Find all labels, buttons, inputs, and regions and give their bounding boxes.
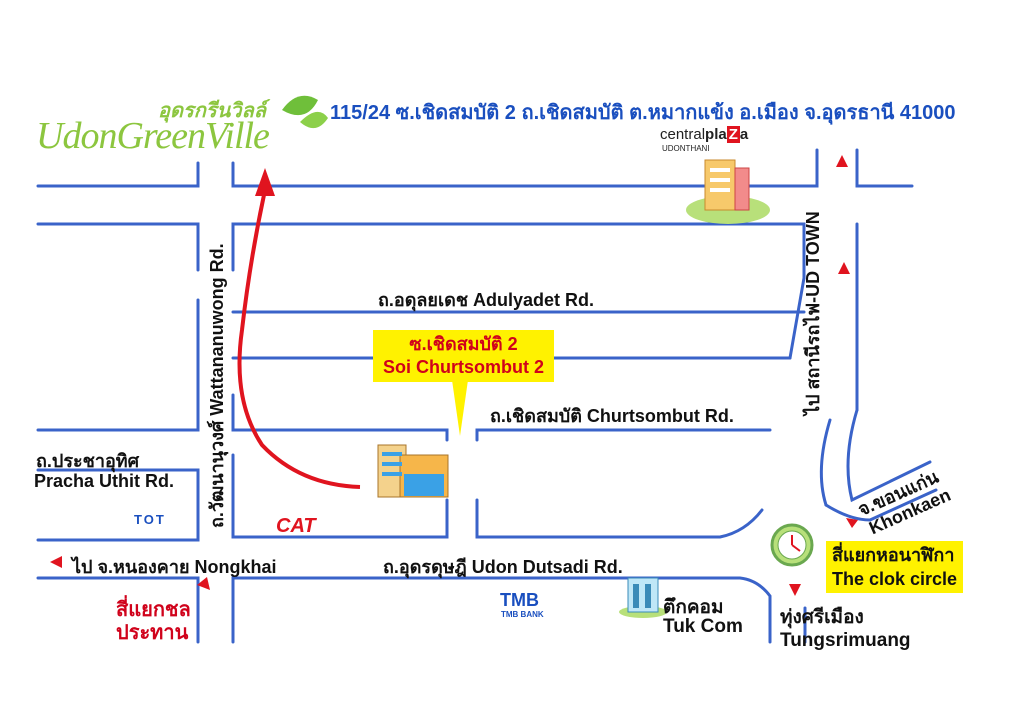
address-text: 115/24 ซ.เชิดสมบัติ 2 ถ.เชิดสมบัติ ต.หมา…	[330, 102, 956, 124]
road-outlines	[36, 148, 938, 644]
callout-line-thai: ซ.เชิดสมบัติ 2	[409, 334, 518, 354]
clock-circle-icon	[770, 523, 814, 567]
tungsrimuang-english-label: Tungsrimuang	[780, 630, 911, 651]
central-plaza-sub: UDONTHANI	[662, 144, 710, 153]
chonprathan-line-1: สี่แยกชล	[116, 599, 191, 621]
churtsombut-road-label: ถ.เชิดสมบัติ Churtsombut Rd.	[490, 406, 734, 426]
tmb-bank-sub: TMB BANK	[501, 610, 544, 619]
central-plaza-a: a	[739, 126, 749, 143]
clock-circle-callout: สี่แยกหอนาฬิกา The clok circle	[826, 541, 964, 593]
brand-english-name: UdonGreenVille	[36, 115, 270, 157]
brand-thai-name: อุดรกรีนวิลล์	[158, 100, 267, 122]
udon-dutsadi-road-label: ถ.อุดรดุษฎี Udon Dutsadi Rd.	[383, 557, 623, 577]
route-arrow	[237, 168, 361, 489]
adulyadet-road-label: ถ.อดุลยเดช Adulyadet Rd.	[378, 290, 595, 310]
tungsrimuang-thai-label: ทุ่งศรีเมือง	[780, 607, 864, 628]
central-plaza-box: Z	[726, 126, 740, 143]
clock-circle-english-label: The clok circle	[832, 569, 958, 589]
udon-green-ville-building-icon	[377, 444, 449, 498]
clock-circle-thai-label: สี่แยกหอนาฬิกา	[832, 545, 955, 565]
pracha-uthit-thai-label: ถ.ประชาอุทิศ	[36, 451, 140, 471]
chonprathan-line-2: ประทาน	[116, 622, 189, 644]
tuk-com-building-icon	[619, 577, 667, 618]
central-plaza-bold: pla	[705, 126, 727, 143]
cat-logo: CAT	[276, 515, 316, 537]
tuk-com-thai-label: ตึกคอม	[663, 597, 724, 618]
tot-logo: TOT	[134, 512, 166, 527]
wattananuwong-road-label: ถ.วัฒนานุวงศ์ Wattananuwong Rd.	[207, 243, 227, 528]
nongkhai-road-label: ไป จ.หนองคาย Nongkhai	[72, 557, 277, 577]
central-plaza-word: central	[660, 126, 706, 143]
direction-arrows	[50, 155, 858, 596]
callout-pointer-icon	[452, 380, 468, 436]
ud-town-road-label: ไป สถานีรถไฟ-UD TOWN	[803, 211, 823, 415]
soi-churtsombut-callout: ซ.เชิดสมบัติ 2 Soi Churtsombut 2	[373, 330, 554, 382]
pracha-uthit-english-label: Pracha Uthit Rd.	[34, 471, 175, 491]
callout-line-english: Soi Churtsombut 2	[383, 357, 544, 377]
tuk-com-english-label: Tuk Com	[663, 616, 743, 637]
central-plaza-building-icon	[686, 159, 770, 224]
tmb-logo: TMB	[500, 590, 539, 610]
leaf-logo-icon	[282, 95, 328, 129]
